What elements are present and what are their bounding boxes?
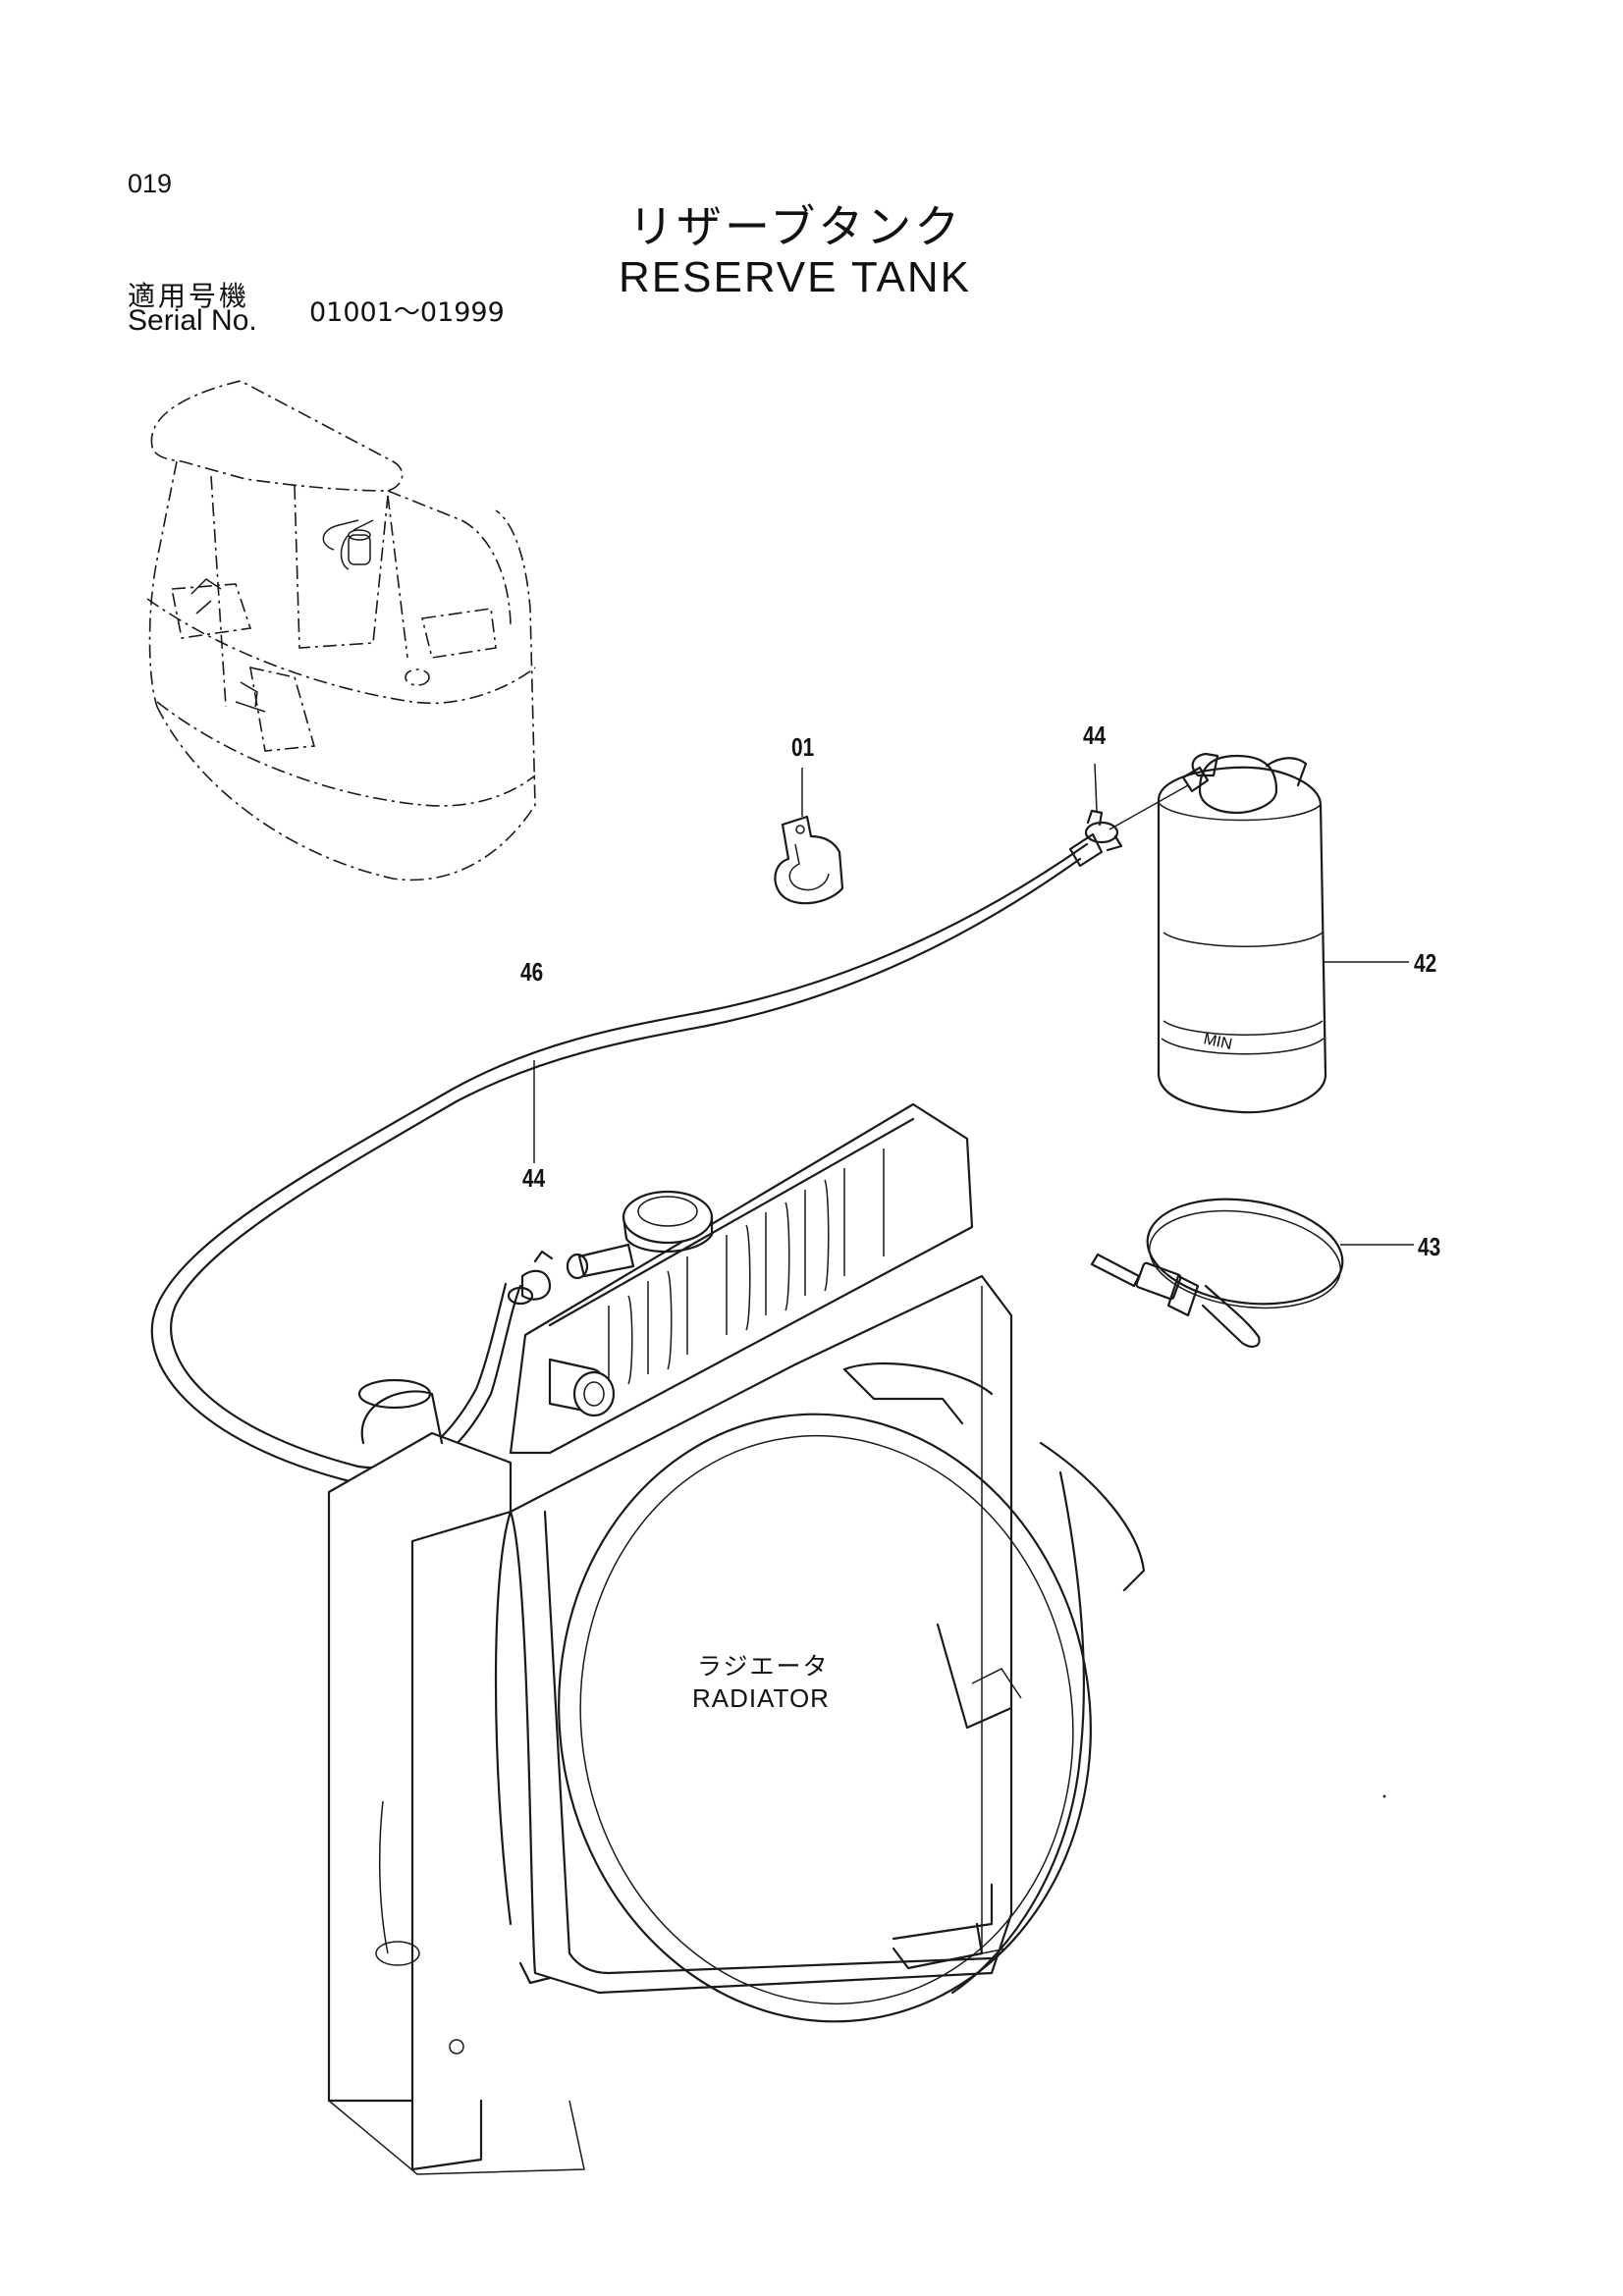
page-number: 019 [128, 169, 173, 198]
clip-part-01 [774, 768, 844, 905]
callout-part-43: 43 [1418, 1232, 1441, 1261]
radiator-assembly [327, 1102, 1146, 2175]
callout-part-01: 01 [791, 732, 815, 762]
small-clamp-part-44-top [1084, 763, 1189, 852]
title-japanese: リザーブタンク [628, 200, 963, 253]
serial-label-japanese: 適用号機 [128, 280, 250, 312]
serial-range: 01001～01999 [309, 297, 505, 328]
radiator-label-japanese: ラジエータ [697, 1652, 830, 1681]
callout-part-44-lower: 44 [522, 1163, 546, 1193]
radiator-label-english: RADIATOR [692, 1683, 830, 1713]
machine-overview-illustration [146, 380, 536, 881]
serial-label-english: Serial No. [128, 304, 257, 337]
title-english: RESERVE TANK [619, 253, 972, 301]
tank-min-mark: MIN [1202, 1031, 1233, 1053]
stray-dot [1382, 1794, 1386, 1798]
callout-part-44-top: 44 [1083, 721, 1107, 750]
band-clamp-part-43 [1090, 1198, 1414, 1348]
callout-part-46: 46 [520, 957, 544, 987]
callout-part-42: 42 [1414, 948, 1437, 978]
reserve-tank-part-42 [1157, 752, 1409, 1114]
